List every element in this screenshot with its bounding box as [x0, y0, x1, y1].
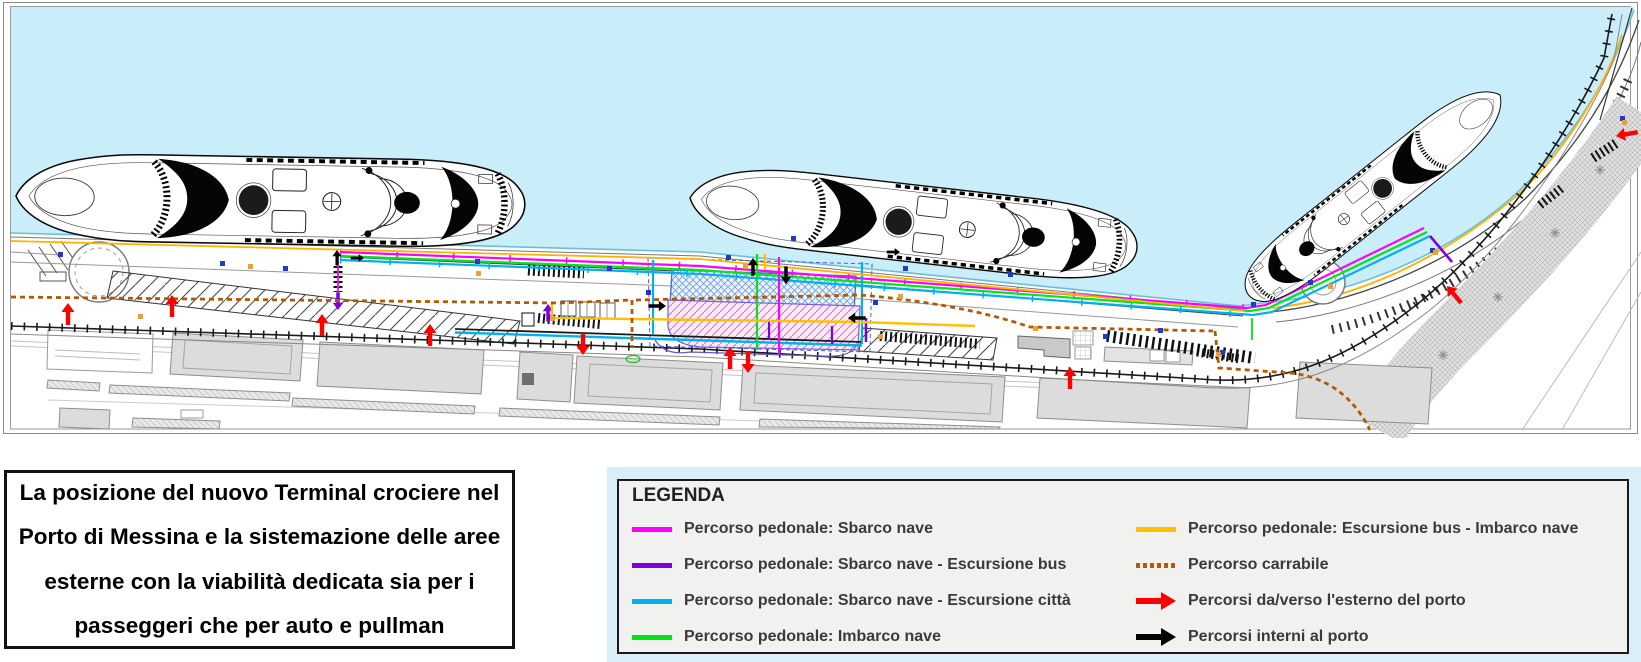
bus-stop-oval — [625, 354, 641, 364]
legend-item-label: Percorso pedonale: Sbarco nave - Escursi… — [684, 556, 1067, 573]
legend-item-imbarco-nave: Percorso pedonale: Imbarco nave — [632, 619, 1112, 655]
legend-item-label: Percorsi interni al porto — [1188, 628, 1369, 645]
route-quay-edge-amber — [10, 240, 1245, 312]
legend-item-percorsi-interni: Percorsi interni al porto — [1136, 619, 1626, 655]
legend-item-label: Percorso pedonale: Sbarco nave — [684, 520, 933, 537]
legend-panel: LEGENDA Percorso pedonale: Sbarco nave P… — [607, 467, 1641, 662]
legend-item-escursione-bus-imbarco: Percorso pedonale: Escursione bus - Imba… — [1136, 511, 1626, 547]
legend-item-sbarco-escursione-citta: Percorso pedonale: Sbarco nave - Escursi… — [632, 583, 1112, 619]
port-plan-drawing — [3, 2, 1641, 445]
legend-item-label: Percorso pedonale: Imbarco nave — [684, 628, 941, 645]
pedestrian-routes — [10, 227, 1453, 354]
route-imbarco-nave — [339, 231, 1428, 313]
cyan-line-swatch — [632, 592, 674, 610]
caption-box: La posizione del nuovo Terminal crociere… — [4, 470, 515, 649]
city-blocks — [10, 329, 1433, 430]
route-sbarco-nave — [339, 227, 1425, 310]
legend-item-label: Percorso pedonale: Sbarco nave - Escursi… — [684, 592, 1071, 609]
route-markers-blue — [58, 116, 1625, 355]
route-bus-imbarco — [550, 302, 976, 328]
internal-road — [10, 13, 1623, 389]
forecourt-kiosks — [560, 300, 616, 319]
legend-column-right: Percorso pedonale: Escursione bus - Imba… — [1136, 511, 1626, 655]
legend-item-percorsi-esterni: Percorsi da/verso l'esterno del porto — [1136, 583, 1626, 619]
legend-item-label: Percorso carrabile — [1188, 556, 1329, 573]
route-markers-orange — [138, 120, 1627, 357]
legend-item-sbarco-nave: Percorso pedonale: Sbarco nave — [632, 511, 1112, 547]
legend-item-label: Percorso pedonale: Escursione bus - Imba… — [1188, 520, 1579, 537]
caption-line-4: passeggeri che per auto e pullman — [74, 613, 445, 638]
legend-box: LEGENDA Percorso pedonale: Sbarco nave P… — [617, 479, 1629, 654]
parking-strips — [106, 270, 998, 361]
amber-line-swatch — [1136, 520, 1178, 538]
route-escursione-citta — [339, 235, 1431, 317]
carrabile-route — [10, 293, 1372, 431]
magenta-line-swatch — [632, 520, 674, 538]
caption-line-2: Porto di Messina e la sistemazione delle… — [18, 524, 501, 549]
purple-line-swatch — [632, 556, 674, 574]
brown-dotted-swatch — [1136, 556, 1178, 574]
legend-item-label: Percorsi da/verso l'esterno del porto — [1188, 592, 1466, 609]
outer-streets — [1521, 251, 1641, 431]
legend-item-percorso-carrabile: Percorso carrabile — [1136, 547, 1626, 583]
cruise-ship-1 — [15, 152, 525, 248]
legend-column-left: Percorso pedonale: Sbarco nave Percorso … — [632, 511, 1112, 655]
legend-item-sbarco-escursione-bus: Percorso pedonale: Sbarco nave - Escursi… — [632, 547, 1112, 583]
black-arrow-icon — [1136, 628, 1178, 646]
caption-line-3: esterne con la viabilità dedicata sia pe… — [44, 568, 475, 594]
caption-line-1: La posizione del nuovo Terminal crociere… — [19, 479, 500, 505]
green-line-swatch — [632, 628, 674, 646]
port-plan-map — [3, 2, 1641, 445]
legend-title: LEGENDA — [632, 485, 725, 506]
red-arrow-icon — [1136, 592, 1178, 610]
route-escursione-bus — [1429, 235, 1453, 263]
